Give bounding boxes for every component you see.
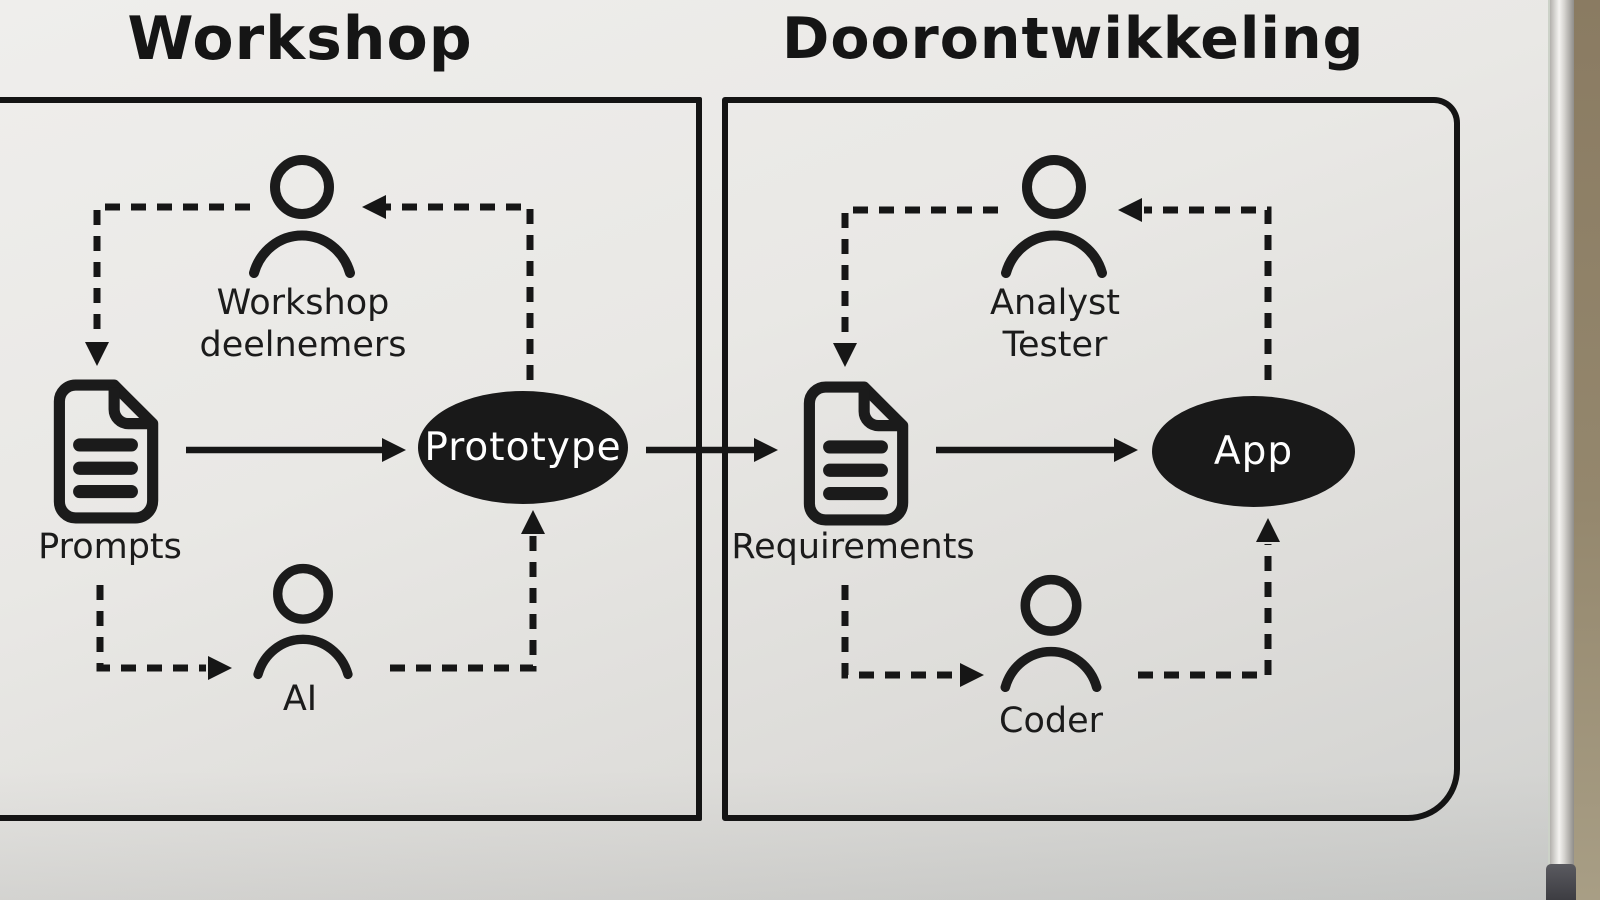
ai-label-text: AI — [282, 679, 318, 719]
analyst-tester-label: Analyst Tester — [925, 282, 1185, 366]
workshop-deelnemers-label-line2: deelnemers — [199, 325, 407, 365]
analyst-tester-label-line2: Tester — [1002, 325, 1108, 365]
coder-label-text: Coder — [999, 701, 1103, 741]
workshop-deelnemers-label-line1: Workshop — [216, 283, 390, 323]
prototype-node-label: Prototype — [424, 425, 622, 470]
prompts-label: Prompts — [10, 526, 210, 568]
workshop-deelnemers-label: Workshop deelnemers — [173, 282, 433, 366]
app-node-label: App — [1213, 429, 1294, 474]
app-node: App — [1152, 396, 1355, 507]
panel-doorontwikkeling-outline — [722, 97, 1460, 821]
title-doorontwikkeling: Doorontwikkeling — [782, 6, 1365, 72]
prototype-node: Prototype — [418, 391, 628, 504]
wall-edge — [1574, 0, 1600, 900]
whiteboard-frame-rail — [1548, 0, 1574, 900]
coder-label: Coder — [951, 700, 1151, 742]
board-bottom-shadow — [0, 770, 1600, 900]
frame-end-cap — [1546, 864, 1576, 900]
workshop-deelnemers-person-icon — [241, 153, 363, 279]
prompts-document-icon — [46, 378, 162, 525]
prompts-label-text: Prompts — [38, 527, 182, 567]
ai-label: AI — [200, 678, 400, 720]
coder-person-icon — [992, 573, 1110, 693]
panel-workshop-outline — [0, 97, 702, 821]
requirements-document-icon — [796, 380, 912, 527]
analyst-tester-person-icon — [993, 153, 1115, 279]
requirements-label: Requirements — [728, 526, 978, 568]
title-workshop: Workshop — [127, 4, 473, 74]
ai-person-icon — [244, 562, 362, 680]
analyst-tester-label-line1: Analyst — [990, 283, 1120, 323]
requirements-label-text: Requirements — [731, 527, 975, 567]
